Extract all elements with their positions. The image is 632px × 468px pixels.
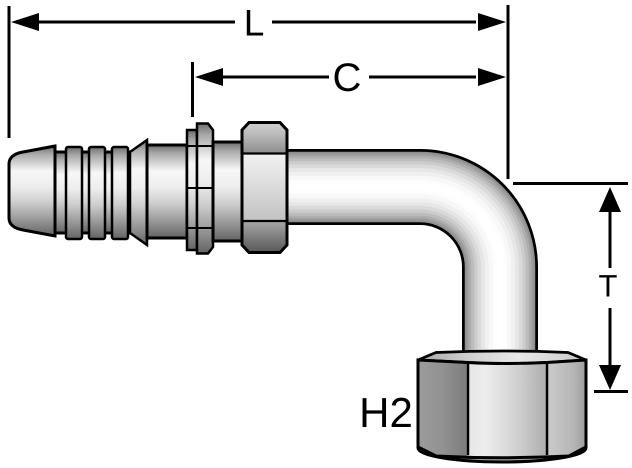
shank-nose — [7, 144, 57, 238]
swivel-nut — [416, 349, 588, 464]
label-H2: H2 — [359, 389, 413, 436]
hose-shank — [7, 121, 289, 255]
shank-spacer — [211, 140, 244, 243]
barb-rib-1 — [64, 145, 84, 241]
dim-C-arrow-left — [195, 68, 223, 86]
swivel-nut-body — [416, 358, 588, 460]
washer-thin — [185, 128, 199, 252]
dim-C-arrow-right — [478, 68, 506, 86]
dimension-T — [513, 182, 628, 393]
dim-T-arrow-up — [599, 187, 621, 212]
barb-rib-2 — [87, 145, 107, 241]
dim-L-arrow-left — [11, 13, 39, 31]
barb-rib-3 — [110, 145, 130, 241]
dim-T-arrow-down — [599, 365, 621, 390]
label-T: T — [599, 269, 618, 304]
elbow-tube — [285, 149, 538, 366]
shank-flare — [128, 137, 149, 248]
hex-nut — [240, 121, 289, 254]
shank-collar — [145, 143, 189, 240]
label-L: L — [244, 3, 265, 44]
dim-L-arrow-right — [478, 13, 506, 31]
tube-highlight — [285, 183, 504, 366]
dimension-C — [191, 62, 506, 117]
dimension-L — [7, 5, 510, 179]
label-C: C — [333, 56, 362, 100]
